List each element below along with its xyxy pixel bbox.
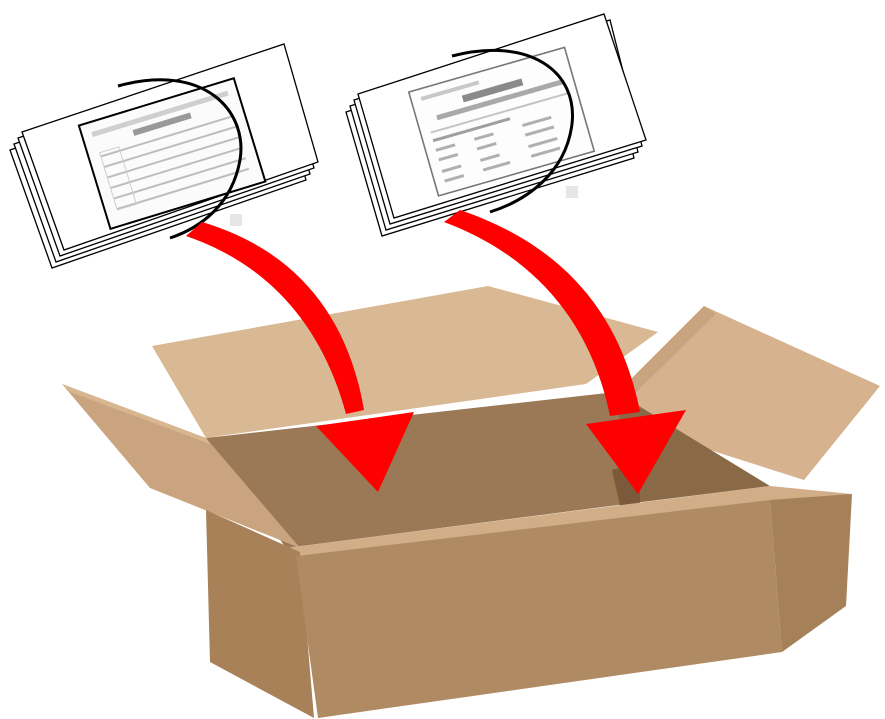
right-document-stack (346, 14, 646, 236)
left-form (79, 78, 265, 229)
left-document-stack (10, 44, 318, 268)
left-stamp-mark (230, 214, 242, 226)
box-side-panel (770, 494, 852, 652)
cardboard-box (62, 286, 880, 718)
right-stamp-mark (566, 186, 578, 198)
